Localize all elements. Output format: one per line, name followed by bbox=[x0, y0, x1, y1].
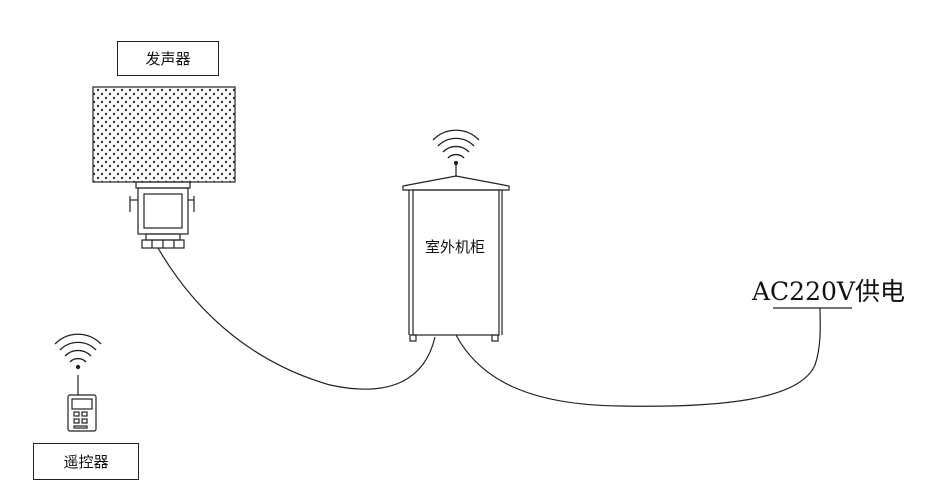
speaker-mount bbox=[129, 181, 195, 249]
cabinet-label: 室外机柜 bbox=[425, 238, 486, 256]
cabinet-body bbox=[412, 189, 500, 336]
cabinet-wifi-icon bbox=[432, 129, 480, 166]
remote-wifi-icon bbox=[54, 333, 102, 370]
speaker-panel bbox=[92, 86, 236, 183]
speaker-label: 发声器 bbox=[117, 41, 219, 76]
remote-label-text: 遥控器 bbox=[63, 453, 109, 471]
cable-speaker-to-cabinet bbox=[157, 247, 436, 390]
power-label: AC220V供电 bbox=[752, 277, 905, 306]
remote-controller bbox=[67, 375, 97, 432]
remote-label: 遥控器 bbox=[33, 443, 139, 480]
speaker-label-text: 发声器 bbox=[145, 50, 191, 68]
cable-cabinet-to-power bbox=[455, 307, 821, 407]
speaker-device bbox=[92, 86, 236, 249]
cabinet-roof bbox=[402, 175, 510, 191]
